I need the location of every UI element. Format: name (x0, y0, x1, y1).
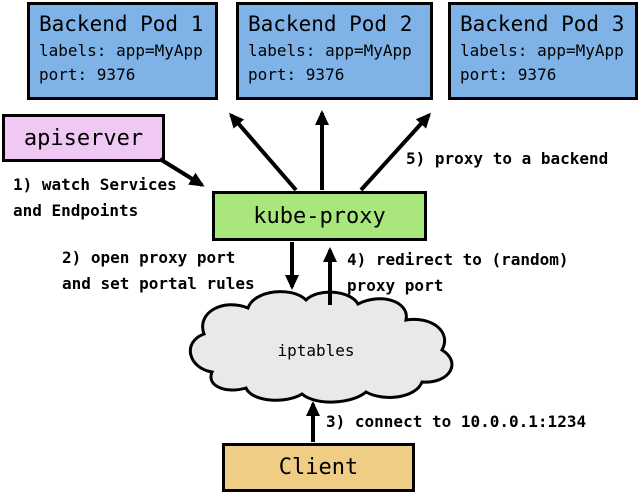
backend-pod-1-labels: labels: app=MyApp (39, 41, 203, 60)
annotation-step-2: 2) open proxy port and set portal rules (62, 248, 255, 293)
backend-pod-1-box: Backend Pod 1 labels: app=MyApp port: 93… (27, 2, 218, 100)
apiserver-box: apiserver (2, 114, 165, 162)
backend-pod-2-title: Backend Pod 2 (248, 12, 413, 36)
backend-pod-3-port: port: 9376 (460, 65, 557, 84)
backend-pod-3-box: Backend Pod 3 labels: app=MyApp port: 93… (448, 2, 638, 100)
iptables-label: iptables (277, 341, 355, 360)
backend-pod-2-box: Backend Pod 2 labels: app=MyApp port: 93… (236, 2, 433, 100)
client-title: Client (278, 455, 359, 480)
annotation-step-1: 1) watch Services and Endpoints (13, 175, 177, 220)
backend-pod-3-title: Backend Pod 3 (460, 12, 625, 36)
backend-pod-3-labels: labels: app=MyApp (460, 41, 624, 60)
annotation-step-4: 4) redirect to (random) proxy port (347, 250, 569, 295)
client-box: Client (222, 443, 415, 492)
backend-pod-2-labels: labels: app=MyApp (248, 41, 412, 60)
backend-pod-1-title: Backend Pod 1 (39, 12, 204, 36)
kube-proxy-title: kube-proxy (253, 203, 386, 229)
annotation-step-3: 3) connect to 10.0.0.1:1234 (326, 412, 587, 431)
kube-proxy-box: kube-proxy (212, 191, 427, 241)
backend-pod-1-port: port: 9376 (39, 65, 136, 84)
backend-pod-2-port: port: 9376 (248, 65, 345, 84)
arrow-kube-proxy-to-pod-1 (229, 112, 298, 192)
annotation-step-5: 5) proxy to a backend (406, 149, 609, 168)
apiserver-title: apiserver (23, 125, 144, 151)
